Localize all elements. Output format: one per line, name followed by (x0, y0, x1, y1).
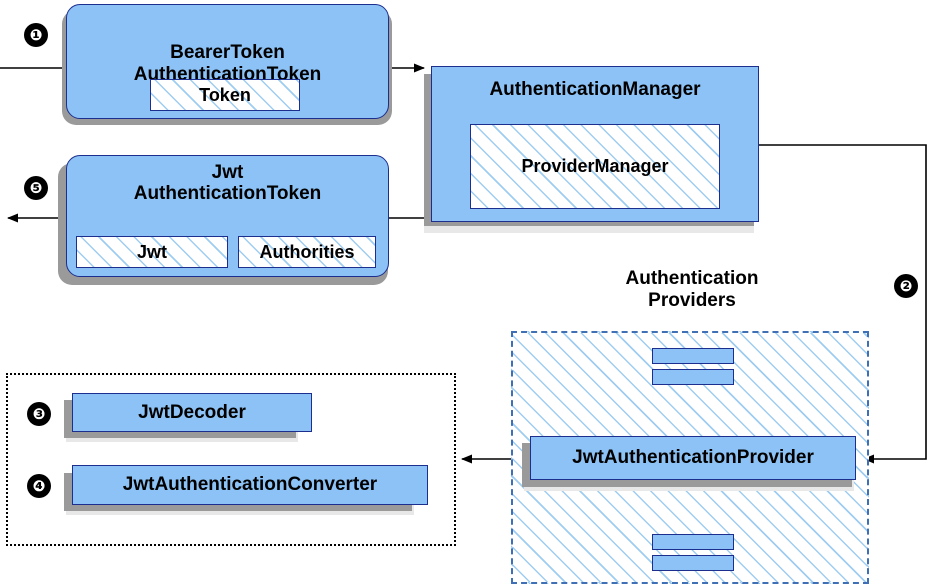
jwt-authentication-provider-node[interactable]: JwtAuthenticationProvider (530, 436, 856, 480)
provider-bar-top-2[interactable] (652, 369, 734, 385)
jwt-authentication-converter-node[interactable]: JwtAuthenticationConverter (72, 465, 428, 505)
provider-bar-bottom-1[interactable] (652, 534, 734, 550)
provider-bar-top-1[interactable] (652, 348, 734, 364)
jwt-token-field-jwt: Jwt (76, 236, 228, 268)
step-badge-3: ❸ (27, 402, 51, 426)
step-badge-1: ❶ (24, 23, 48, 47)
step-badge-5: ❺ (24, 176, 48, 200)
jwt-decoder-node[interactable]: JwtDecoder (72, 393, 312, 432)
bearer-token-field-token: Token (150, 79, 300, 111)
jwt-token-field-authorities: Authorities (238, 236, 376, 268)
authentication-manager-title: AuthenticationManager (489, 79, 701, 100)
authentication-providers-caption: Authentication Providers (625, 268, 759, 311)
bearer-token-authentication-token-node[interactable]: BearerToken AuthenticationToken (66, 4, 389, 119)
jwt-support-components-group (6, 373, 456, 546)
provider-bar-bottom-2[interactable] (652, 555, 734, 571)
bearer-token-title: BearerToken AuthenticationToken (133, 42, 322, 85)
authentication-manager-field-provider-manager: ProviderManager (470, 124, 720, 209)
step-badge-2: ❷ (894, 274, 918, 298)
step-badge-4: ❹ (27, 474, 51, 498)
jwt-token-title: Jwt AuthenticationToken (133, 162, 322, 205)
